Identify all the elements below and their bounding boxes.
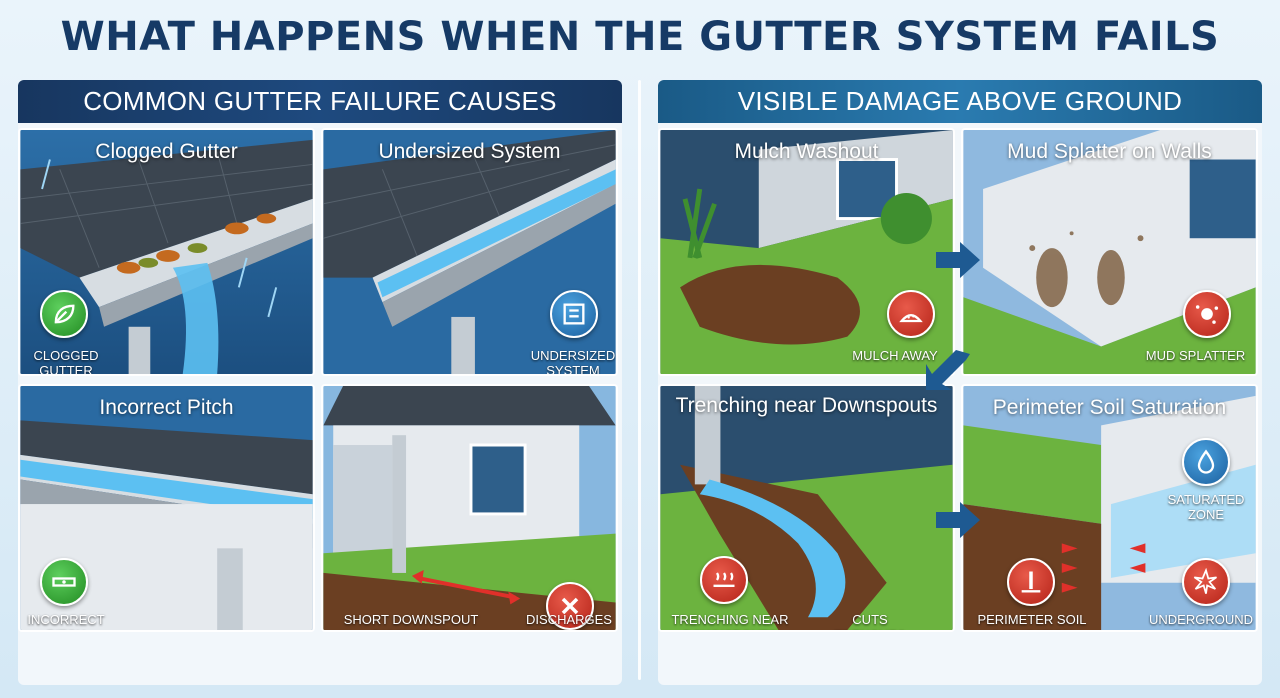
arrow-right-icon — [936, 242, 980, 278]
panel-trenching: Trenching near Downspouts TRENCHING NEAR… — [658, 384, 955, 632]
panel-title-trenching: Trenching near Downspouts — [675, 394, 938, 417]
measure-icon — [550, 290, 598, 338]
panel-mud-splatter: Mud Splatter on Walls MUD SPLATTER — [961, 128, 1258, 376]
section-divider — [638, 80, 641, 680]
caption-trenching-near-downspouts: TRENCHING NEAR DOWNSPOUTS — [671, 612, 789, 630]
level-icon — [40, 558, 88, 606]
panel-undersized-system: Undersized System UNDERSIZED SYSTEM — [321, 128, 618, 376]
caption-perimeter-soil-saturation: PERIMETER SOIL SATURATION — [977, 612, 1087, 630]
leaf-icon — [40, 290, 88, 338]
panel-perimeter-saturation: Perimeter Soil Saturation SATURATED ZONE… — [961, 384, 1258, 632]
panel-title-mud-splatter: Mud Splatter on Walls — [1007, 140, 1212, 163]
panel-clogged-gutter: Clogged Gutter CLOGGED GUTTER — [18, 128, 315, 376]
caption-mulch-away: MULCH AWAY — [852, 348, 938, 363]
failure-causes-section: COMMON GUTTER FAILURE CAUSES Clogged Gut… — [18, 80, 622, 685]
panel-title-clogged-gutter: Clogged Gutter — [95, 140, 238, 163]
caption-underground-damage: UNDERGROUND DAMAGE — [1149, 612, 1253, 630]
trench-icon — [700, 556, 748, 604]
caption-clogged-gutter: CLOGGED GUTTER — [33, 348, 99, 376]
incorrect-pitch-illustration — [20, 386, 313, 630]
caption-undersized-system: UNDERSIZED SYSTEM — [530, 348, 616, 376]
caption-short-downspout: SHORT DOWNSPOUT DISCHARGE — [343, 612, 479, 630]
panel-title-undersized-system: Undersized System — [378, 140, 561, 163]
panel-short-downspout: SHORT DOWNSPOUT DISCHARGE DISCHARGES TOO… — [321, 384, 618, 632]
caption-cuts-trenches: CUTS TRENCHES — [834, 612, 906, 630]
panel-title-mulch-washout: Mulch Washout — [734, 140, 879, 163]
mulch-icon — [887, 290, 935, 338]
caption-saturated-zone: SATURATED ZONE — [1167, 492, 1245, 522]
burst-icon — [1182, 558, 1230, 606]
caption-incorrect-pitch: INCORRECT PITCH — [27, 612, 105, 630]
panel-mulch-washout: Mulch Washout MULCH AWAY — [658, 128, 955, 376]
panel-title-incorrect-pitch: Incorrect Pitch — [99, 396, 234, 419]
undersized-system-illustration — [323, 130, 616, 374]
clogged-gutter-illustration — [20, 130, 313, 374]
failure-causes-header: COMMON GUTTER FAILURE CAUSES — [18, 80, 622, 123]
perimeter-icon — [1007, 558, 1055, 606]
caption-mud-splatter: MUD SPLATTER — [1145, 348, 1246, 363]
panel-title-perimeter-saturation: Perimeter Soil Saturation — [992, 396, 1227, 419]
splatter-icon — [1183, 290, 1231, 338]
arrow-right-icon — [936, 502, 980, 538]
caption-discharges-too-close: DISCHARGES TOO CLOSE — [526, 612, 612, 630]
x-icon — [546, 582, 594, 630]
short-downspout-illustration — [323, 386, 616, 630]
water-drop-icon — [1182, 438, 1230, 486]
visible-damage-section: VISIBLE DAMAGE ABOVE GROUND Mulch Washou… — [658, 80, 1262, 685]
mud-splatter-illustration — [963, 130, 1256, 374]
perimeter-saturation-illustration — [963, 386, 1256, 630]
arrow-down-left-icon — [926, 350, 970, 390]
visible-damage-header: VISIBLE DAMAGE ABOVE GROUND — [658, 80, 1262, 123]
panel-incorrect-pitch: Incorrect Pitch INCORRECT PITCH — [18, 384, 315, 632]
page-title: WHAT HAPPENS WHEN THE GUTTER SYSTEM FAIL… — [60, 14, 1220, 60]
